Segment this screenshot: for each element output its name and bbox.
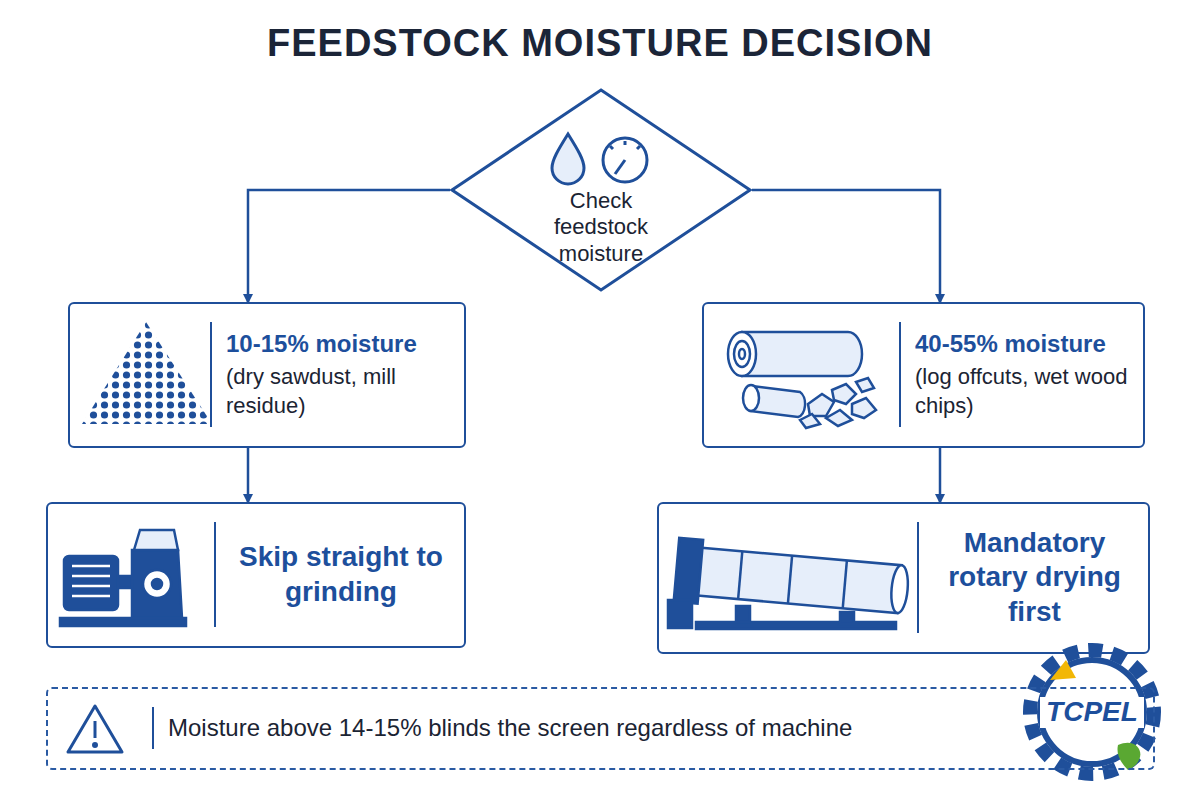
rotary-dryer	[668, 538, 910, 629]
text-area: Skip straight to grinding	[214, 522, 458, 627]
diagram-title: FEEDSTOCK MOISTURE DECISION	[0, 22, 1200, 65]
text-area: Mandatory rotary drying first	[917, 522, 1142, 633]
box-detail: (dry sawdust, mill residue)	[226, 363, 452, 420]
box-heading: 40-55% moisture	[915, 329, 1131, 359]
decision-text: Check feedstock moisture	[521, 188, 681, 267]
box-heading: Mandatory rotary drying first	[933, 526, 1136, 628]
decision-diamond: Check feedstock moisture	[450, 88, 752, 292]
flow-arrow	[752, 190, 940, 302]
text-area: 10-15% moisture (dry sawdust, mill residu…	[210, 322, 458, 427]
action-box: Skip straight to grinding	[46, 502, 466, 648]
warning-icon	[68, 706, 122, 752]
flow-arrow	[939, 448, 942, 502]
diamond-shape	[452, 90, 750, 290]
sawdust-pile	[80, 320, 215, 426]
box-heading: 10-15% moisture	[226, 329, 452, 359]
logs-chips	[728, 332, 876, 428]
logo-text: TCPEL	[1040, 697, 1144, 728]
condition-box: 10-15% moisture (dry sawdust, mill residu…	[68, 302, 466, 448]
action-box: Mandatory rotary drying first	[657, 502, 1150, 654]
box-heading: Moisture above 14-15% blinds the screen …	[168, 712, 1141, 743]
flow-arrow	[248, 190, 450, 302]
grinder-icon	[60, 530, 186, 626]
warning-note: Moisture above 14-15% blinds the screen …	[46, 687, 1155, 770]
flow-arrow	[247, 448, 250, 502]
box-heading: Skip straight to grinding	[230, 540, 452, 608]
text-area: Moisture above 14-15% blinds the screen …	[152, 707, 1147, 749]
box-detail: (log offcuts, wet wood chips)	[915, 363, 1131, 420]
moisture-icons	[552, 134, 647, 184]
text-area: 40-55% moisture (log offcuts, wet wood ch…	[899, 322, 1137, 427]
condition-box: 40-55% moisture (log offcuts, wet wood ch…	[702, 302, 1145, 448]
logo-gear	[1030, 650, 1154, 774]
